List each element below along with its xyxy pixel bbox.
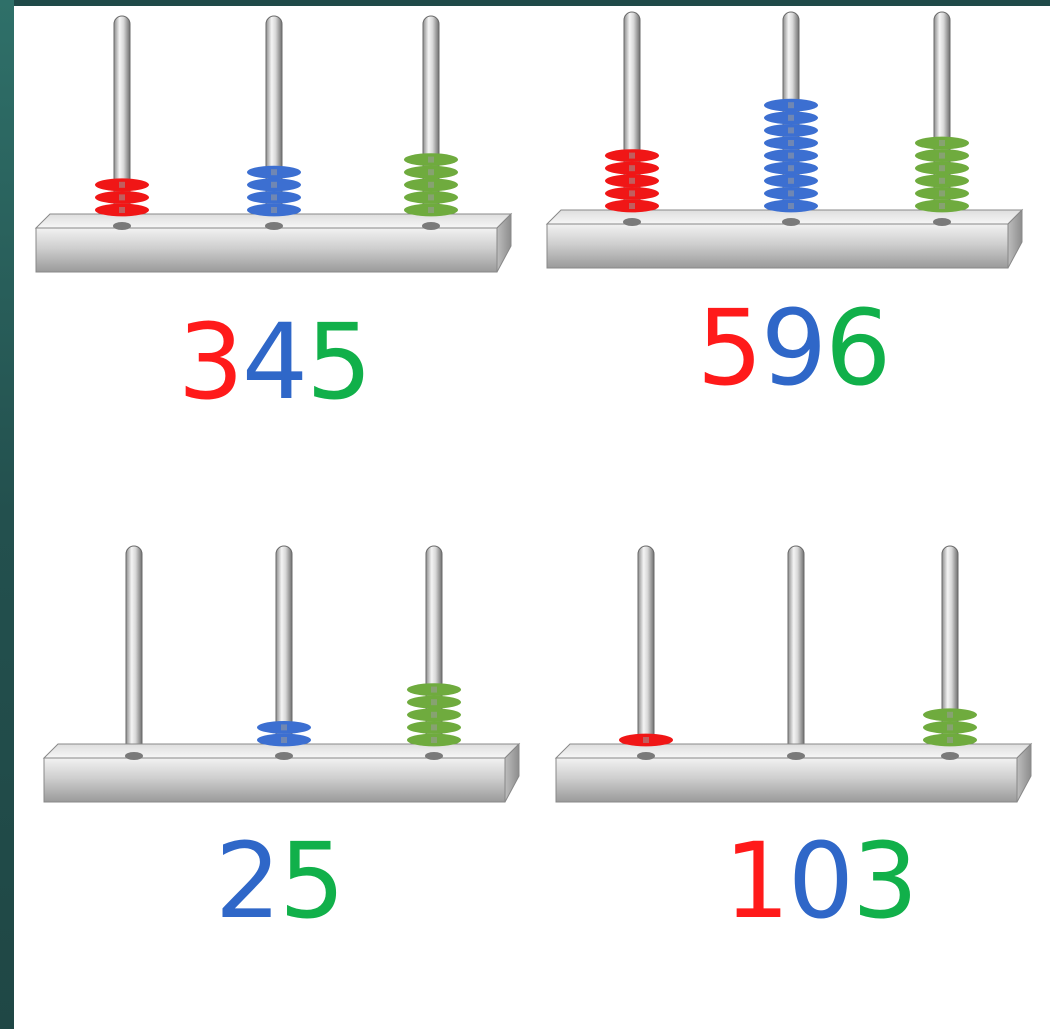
rod-tens [787, 545, 805, 761]
bead-hole [788, 177, 794, 184]
digit-hundreds: 1 [723, 820, 790, 942]
bead-hole [281, 724, 287, 731]
bead-hole [431, 711, 437, 718]
rod-foot [113, 222, 131, 230]
bead-hole [431, 686, 437, 693]
abacus-base-front [546, 223, 1009, 269]
number-345: 345 [178, 310, 373, 414]
bead-hole [119, 181, 125, 188]
bead-hole [119, 207, 125, 213]
digit-hundreds: 5 [696, 287, 763, 409]
digit-ones: 5 [306, 301, 372, 423]
abacus-596 [545, 11, 1024, 269]
bead-hole [629, 203, 635, 209]
number-596: 596 [697, 296, 892, 400]
abacus-panel: 345 596 25 103 [14, 6, 1050, 1029]
bead-hole [643, 737, 649, 743]
rod-foot [941, 752, 959, 760]
bead-hole [788, 190, 794, 197]
bead-hole [947, 724, 953, 731]
digit-ones: 6 [825, 287, 891, 409]
bead-hole [271, 169, 277, 176]
bead-hole [428, 207, 434, 213]
bead-hole [629, 190, 635, 197]
number-25: 25 [215, 829, 345, 933]
rod-foot [265, 222, 283, 230]
bead-hole [947, 737, 953, 743]
bead-hole [788, 114, 794, 121]
abacus-base-side [1016, 742, 1032, 803]
rod-hundreds [125, 545, 143, 761]
bead-hole [428, 169, 434, 176]
abacus-base-front [43, 757, 506, 803]
bead-hole [788, 102, 794, 109]
bead-hole [788, 152, 794, 159]
abacus-base-side [496, 212, 512, 273]
bead-hole [939, 165, 945, 172]
digit-tens: 0 [787, 820, 854, 942]
bead-hole [431, 699, 437, 706]
bead-hole [939, 140, 945, 146]
bead-hole [629, 165, 635, 172]
abacus-base-side [504, 742, 520, 803]
bead-hole [271, 207, 277, 213]
rod-foot [275, 752, 293, 760]
bead-hole [428, 156, 434, 163]
bead-hole [431, 724, 437, 731]
bead-hole [788, 165, 794, 172]
bead-hole [271, 181, 277, 188]
bead-hole [431, 737, 437, 743]
digit-tens: 9 [760, 287, 827, 409]
rod-foot [422, 222, 440, 230]
rod-foot [782, 218, 800, 226]
abacus-345 [34, 15, 513, 273]
digit-ones: 5 [279, 820, 345, 942]
bead-hole [119, 194, 125, 201]
digit-tens: 2 [214, 820, 281, 942]
digit-ones: 3 [852, 820, 918, 942]
abacus-diagram [34, 11, 1033, 803]
bead-hole [428, 181, 434, 188]
bead-hole [947, 711, 953, 718]
number-103: 103 [724, 829, 919, 933]
rod-foot [787, 752, 805, 760]
bead-hole [939, 190, 945, 197]
rod-foot [933, 218, 951, 226]
rod-foot [623, 218, 641, 226]
bead-hole [939, 203, 945, 209]
bead-hole [939, 152, 945, 159]
bead-hole [629, 152, 635, 159]
bead-hole [428, 194, 434, 201]
abacus-base-front [35, 227, 498, 273]
rod-hundreds [637, 545, 655, 761]
abacus-25 [42, 545, 521, 803]
bead-hole [788, 203, 794, 209]
left-border [0, 0, 14, 1029]
bead-hole [788, 140, 794, 146]
abacus-base-front [555, 757, 1018, 803]
bead-hole [939, 177, 945, 184]
abacus-base-side [1007, 208, 1023, 269]
bead-hole [281, 737, 287, 743]
digit-tens: 4 [241, 301, 308, 423]
bead-hole [629, 177, 635, 184]
digit-hundreds: 3 [177, 301, 244, 423]
bead-hole [788, 127, 794, 134]
rod-foot [125, 752, 143, 760]
rod-foot [637, 752, 655, 760]
bead-hole [271, 194, 277, 201]
top-border [0, 0, 1050, 6]
rod-foot [425, 752, 443, 760]
abacus-103 [554, 545, 1033, 803]
